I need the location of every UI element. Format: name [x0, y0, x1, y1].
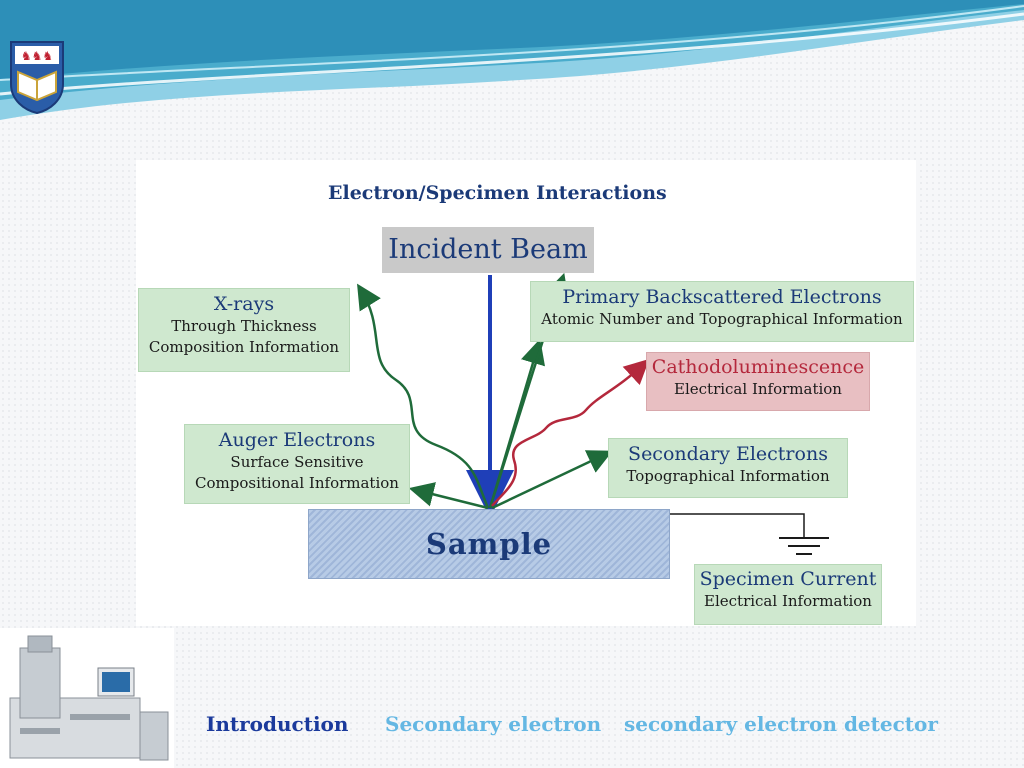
cathodo-line1: Electrical Information [674, 380, 842, 398]
current-title: Specimen Current [699, 568, 877, 590]
svg-text:♞♞♞: ♞♞♞ [21, 49, 53, 63]
xrays-line2: Composition Information [148, 338, 340, 356]
incident-beam-label: Incident Beam [382, 227, 594, 273]
auger-box: Auger Electrons Surface Sensitive Compos… [184, 424, 410, 504]
backscatter-line1: Atomic Number and Topographical Informat… [541, 310, 903, 328]
secondary-arrow [491, 450, 613, 510]
secondary-box: Secondary Electrons Topographical Inform… [608, 438, 848, 498]
xrays-title: X-rays [213, 293, 275, 315]
ground-wire [668, 513, 805, 538]
current-line1: Electrical Information [704, 592, 872, 610]
sem-machine-image [0, 628, 174, 768]
interaction-diagram: Electron/Specimen Interactions [136, 160, 916, 626]
xray-arrow [357, 283, 490, 509]
auger-title: Auger Electrons [218, 429, 376, 451]
xrays-line1: Through Thickness [171, 317, 317, 335]
auger-line2: Compositional Information [195, 474, 399, 492]
nav-secondary-electron-link[interactable]: Secondary electron [385, 712, 602, 736]
cathodo-title: Cathodoluminescence [651, 356, 865, 378]
backscatter-title: Primary Backscattered Electrons [562, 286, 882, 308]
secondary-line1: Topographical Information [626, 467, 830, 485]
header-swoosh [0, 0, 1024, 120]
university-logo-icon: ♞♞♞ [10, 41, 64, 114]
cathodo-arrow [491, 358, 650, 507]
nav-introduction-link[interactable]: Introduction [206, 712, 349, 736]
xrays-box: X-rays Through Thickness Composition Inf… [138, 288, 350, 372]
specimen-current-box: Specimen Current Electrical Information [694, 564, 882, 625]
secondary-title: Secondary Electrons [628, 443, 828, 465]
backscatter-box: Primary Backscattered Electrons Atomic N… [530, 281, 914, 342]
auger-line1: Surface Sensitive [230, 453, 364, 471]
auger-arrow [408, 482, 489, 510]
nav-detector-link[interactable]: secondary electron detector [624, 712, 938, 736]
sample-block: Sample [308, 509, 670, 579]
diagram-title: Electron/Specimen Interactions [328, 182, 667, 204]
cathodo-box: Cathodoluminescence Electrical Informati… [646, 352, 870, 411]
